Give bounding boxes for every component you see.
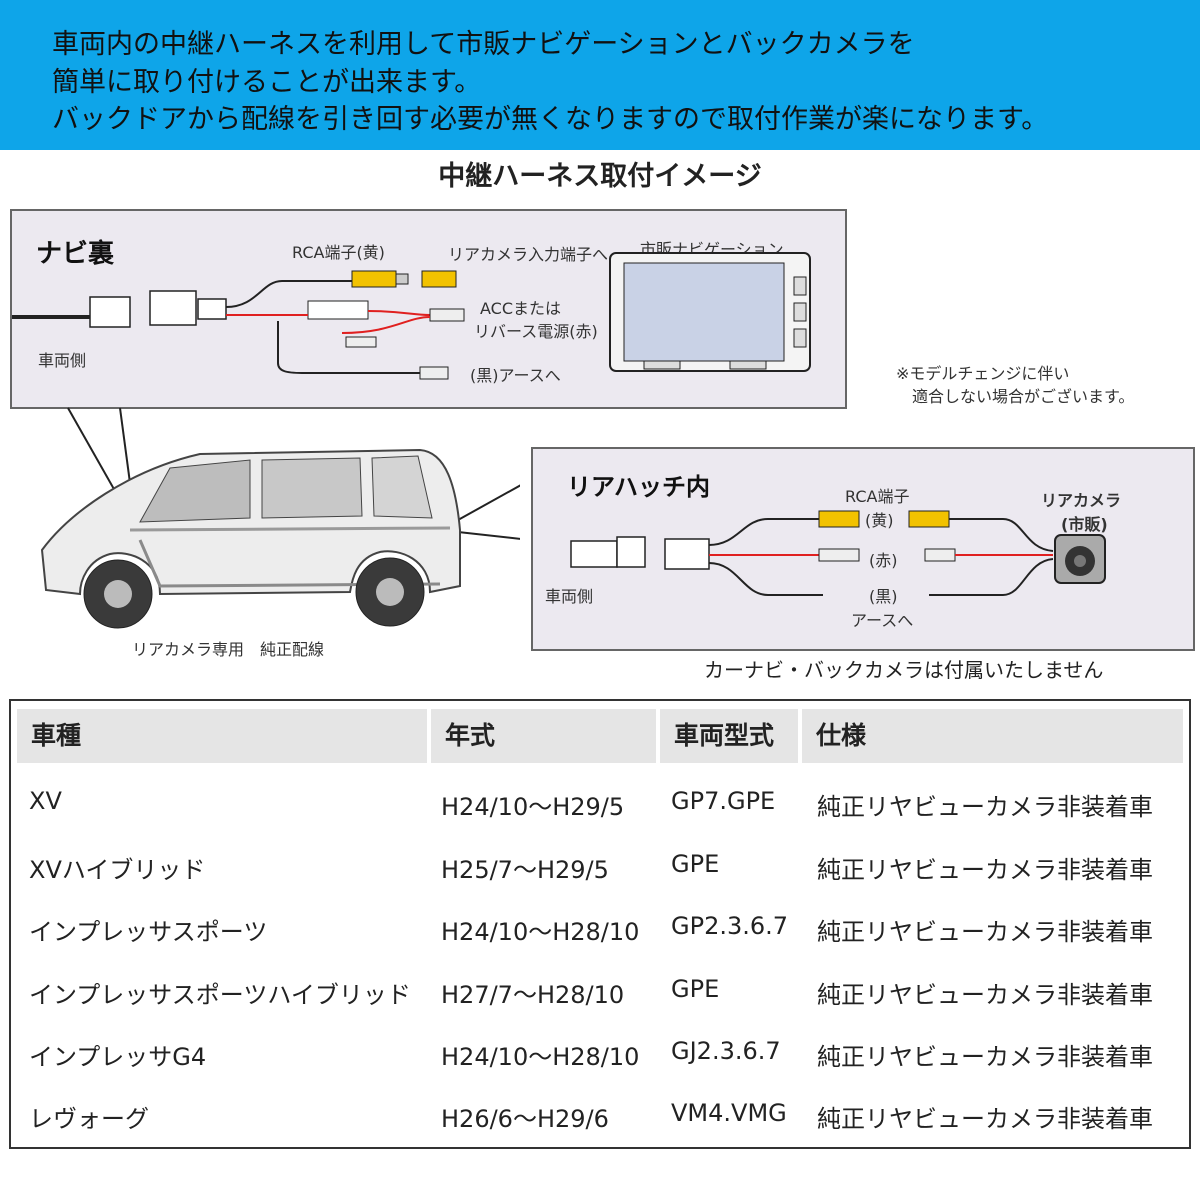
cell-model: インプレッサスポーツ: [29, 918, 268, 946]
rear-hatch-panel: リアハッチ内 RCA端子 (黄) (赤) (黒) アースへ リアカメラ (市販)…: [531, 447, 1195, 651]
car-illustration: [40, 407, 520, 629]
compatibility-note-2: 適合しない場合がございます。: [912, 387, 1135, 406]
compatibility-note-1: ※モデルチェンジに伴い: [896, 364, 1070, 383]
cell-model: XVハイブリッド: [29, 856, 206, 884]
navi-ground-label: (黒)アースへ: [470, 366, 561, 385]
navi-rear-camera-input-label: リアカメラ入力端子へ: [448, 245, 609, 264]
header-year: 年式: [431, 709, 656, 763]
cell-type: VM4.VMG: [671, 1099, 787, 1127]
cell-year: H27/7〜H28/10: [441, 981, 625, 1009]
rear-camera-label-2: (市販): [1061, 515, 1108, 534]
cell-spec: 純正リヤビューカメラ非装着車: [817, 918, 1153, 946]
banner-line-1: 車両内の中継ハーネスを利用して市販ナビゲーションとバックカメラを: [52, 29, 915, 60]
car-wiring-caption: リアカメラ専用 純正配線: [132, 640, 325, 659]
navi-acc-label-2: リバース電源(赤): [474, 322, 598, 341]
header-model: 車種: [17, 709, 427, 763]
header-spec: 仕様: [802, 709, 1183, 763]
cell-spec: 純正リヤビューカメラ非装着車: [817, 1105, 1153, 1133]
cell-year: H24/10〜H29/5: [441, 793, 625, 821]
cell-spec: 純正リヤビューカメラ非装着車: [817, 856, 1153, 884]
cell-year: H26/6〜H29/6: [441, 1105, 609, 1133]
compatibility-table: 車種 年式 車両型式 仕様 XV H24/10〜H29/5 GP7.GPE 純正…: [9, 699, 1191, 1149]
cell-year: H24/10〜H28/10: [441, 1043, 640, 1071]
rear-ground-label: アースへ: [851, 611, 914, 630]
cell-model: インプレッサG4: [29, 1043, 207, 1071]
navi-acc-label-1: ACCまたは: [480, 299, 562, 318]
cell-type: GJ2.3.6.7: [671, 1037, 781, 1065]
cell-model: レヴォーグ: [29, 1105, 149, 1133]
header-type: 車両型式: [660, 709, 798, 763]
navi-wiring-graphic: [12, 252, 811, 380]
info-banner: 車両内の中継ハーネスを利用して市販ナビゲーションとバックカメラを 簡単に取り付け…: [0, 0, 1200, 150]
banner-line-2: 簡単に取り付けることが出来ます。: [52, 67, 482, 98]
cell-year: H24/10〜H28/10: [441, 918, 640, 946]
rear-hatch-heading: リアハッチ内: [567, 473, 711, 501]
rear-yellow-label: (黄): [865, 511, 894, 530]
cell-model: XV: [29, 787, 62, 815]
not-included-disclaimer: カーナビ・バックカメラは付属いたしません: [704, 658, 1104, 682]
navi-vehicle-side-label: 車両側: [38, 351, 87, 370]
cell-type: GPE: [671, 850, 720, 878]
rear-red-label: (赤): [869, 551, 898, 570]
rear-wiring-graphic: [570, 510, 1106, 596]
navi-rca-label: RCA端子(黄): [292, 243, 385, 262]
cell-type: GP2.3.6.7: [671, 912, 789, 940]
navi-heading: ナビ裏: [36, 239, 115, 269]
rear-camera-label-1: リアカメラ: [1041, 491, 1122, 510]
diagram-title: 中継ハーネス取付イメージ: [438, 161, 762, 192]
cell-spec: 純正リヤビューカメラ非装着車: [817, 981, 1153, 1009]
cell-year: H25/7〜H29/5: [441, 856, 609, 884]
navi-panel: ナビ裏 RCA端子(黄) リアカメラ入力端子へ 市販ナビゲーション ACCまたは…: [10, 209, 847, 409]
cell-type: GPE: [671, 975, 720, 1003]
rear-rca-label: RCA端子: [845, 487, 910, 506]
banner-line-3: バックドアから配線を引き回す必要が無くなりますので取付作業が楽になります。: [52, 104, 1049, 135]
cell-model: インプレッサスポーツハイブリッド: [29, 981, 411, 1009]
cell-spec: 純正リヤビューカメラ非装着車: [817, 793, 1153, 821]
cell-type: GP7.GPE: [671, 787, 776, 815]
rear-vehicle-side-label: 車両側: [545, 587, 594, 606]
cell-spec: 純正リヤビューカメラ非装着車: [817, 1043, 1153, 1071]
rear-black-label: (黒): [869, 587, 898, 606]
